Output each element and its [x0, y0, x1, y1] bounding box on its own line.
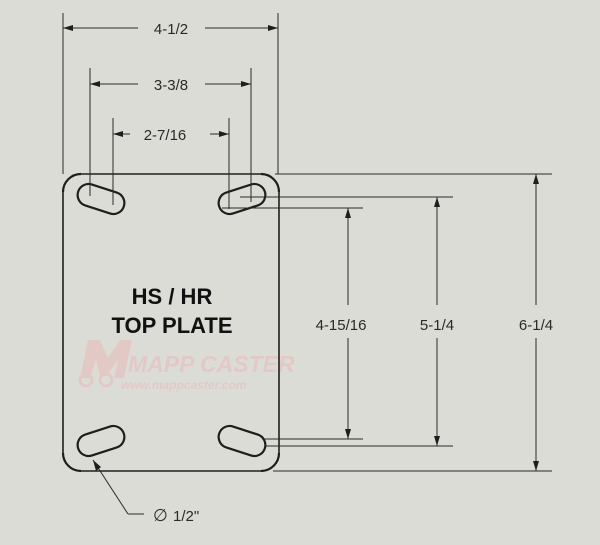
- dimension-overall-length: 6-1/4: [273, 173, 553, 472]
- plate-title-line1: HS / HR: [132, 284, 213, 309]
- plate-corners: [61, 172, 281, 473]
- diameter-icon: ∅: [153, 506, 168, 525]
- mapp-caster-logo-icon: [78, 340, 132, 388]
- slot-bottom-left: [76, 424, 126, 458]
- watermark-brand: MAPP CASTER: [128, 351, 295, 377]
- dimension-label: 3-3/8: [154, 77, 188, 94]
- dimension-label: 2-7/16: [144, 127, 187, 144]
- dimension-label: 1/2": [173, 508, 199, 525]
- dimension-label: 6-1/4: [519, 317, 553, 334]
- dimension-label: 5-1/4: [420, 317, 454, 334]
- dimension-inner-bolt-length: 4-15/16: [222, 207, 367, 440]
- slot-diameter-callout: ∅ 1/2": [92, 459, 199, 525]
- slot-top-left: [76, 182, 126, 216]
- slot-top-right: [217, 182, 267, 216]
- dimension-label: 4-15/16: [316, 317, 367, 334]
- dimension-outer-bolt-length: 5-1/4: [240, 196, 454, 447]
- dimension-label: 4-1/2: [154, 21, 188, 38]
- slot-bottom-right: [217, 424, 267, 458]
- dimension-inner-bolt-width: 2-7/16: [112, 118, 230, 209]
- plate-title-line2: TOP PLATE: [111, 313, 232, 338]
- dimension-outer-bolt-width: 3-3/8: [89, 68, 252, 202]
- watermark: MAPP CASTER www.mappcaster.com: [78, 340, 295, 392]
- watermark-url: www.mappcaster.com: [121, 378, 247, 392]
- plate-outline: [62, 173, 280, 472]
- dimension-overall-width: 4-1/2: [62, 13, 279, 174]
